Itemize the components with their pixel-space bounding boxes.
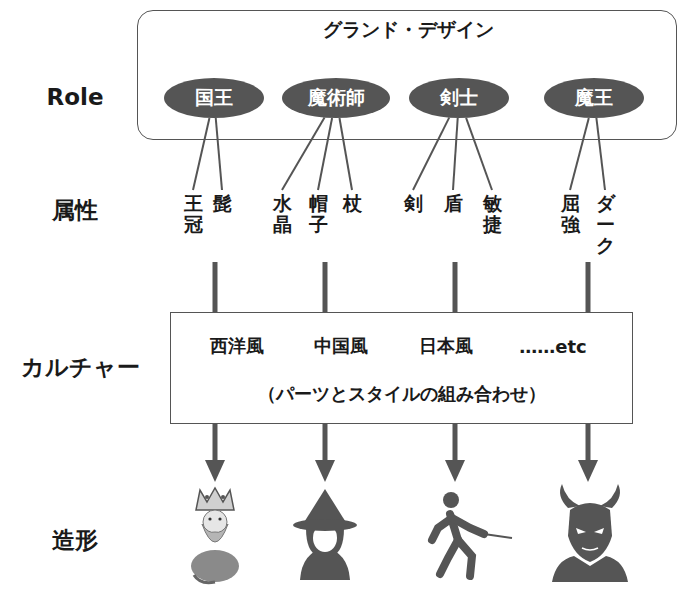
connector-line <box>193 118 209 190</box>
connector-line <box>216 118 222 190</box>
culture-text: （パーツとスタイルの組み合わせ） <box>258 382 546 406</box>
attribute-node: 屈強 <box>561 193 580 235</box>
connector-line <box>466 118 492 190</box>
witch-icon <box>293 489 357 580</box>
attribute-node: 王冠 <box>184 193 203 235</box>
culture-text: 日本風 <box>419 334 473 358</box>
row-label: 造形 <box>52 525 98 556</box>
attribute-text: 帽子 <box>309 193 328 235</box>
devil-icon <box>552 484 628 582</box>
attribute-text: ダーク <box>596 193 615 256</box>
role-ellipse: 剣士 <box>409 78 509 118</box>
ellipse-fill <box>282 78 390 118</box>
attribute-text: 杖 <box>343 193 362 214</box>
row-label: Role <box>47 84 104 110</box>
culture-text: 西洋風 <box>210 334 264 358</box>
attribute-node: 敏捷 <box>483 193 502 235</box>
ellipse-fill <box>164 78 264 118</box>
attribute-text: 敏捷 <box>483 193 502 235</box>
attribute-node: 盾 <box>444 193 463 214</box>
role-name: 国王 <box>164 85 264 111</box>
attribute-text: 王冠 <box>184 193 203 235</box>
connector-line <box>570 118 589 190</box>
attribute-node: 髭 <box>213 193 232 214</box>
attribute-text: 盾 <box>444 193 463 214</box>
attribute-node: 水晶 <box>273 193 292 235</box>
row-label: カルチャー <box>21 352 140 383</box>
group-title: グランド・デザイン <box>323 17 494 43</box>
attribute-text: 髭 <box>213 193 232 214</box>
connector-line <box>339 118 352 190</box>
role-name: 魔術師 <box>282 85 390 111</box>
arrow-heads <box>205 460 598 482</box>
attribute-text: 水晶 <box>273 193 292 235</box>
connector-line <box>318 118 332 190</box>
connector-line <box>282 118 325 190</box>
ellipse-fill <box>544 78 644 118</box>
role-ellipse: 魔王 <box>544 78 644 118</box>
fencer-icon <box>432 492 512 576</box>
culture-text: 中国風 <box>314 334 368 358</box>
attribute-node: 杖 <box>343 193 362 214</box>
attribute-node: 帽子 <box>309 193 328 235</box>
attribute-node: ダーク <box>596 193 615 256</box>
culture-text: ……etc <box>519 336 586 357</box>
ellipse-fill <box>409 78 509 118</box>
attribute-text: 剣 <box>404 193 423 214</box>
connector-line <box>413 118 449 190</box>
king-icon <box>191 488 239 583</box>
role-ellipse: 国王 <box>164 78 264 118</box>
group-frame: グランド・デザイン国王魔術師剣士 魔王 <box>137 10 677 140</box>
attribute-text: 屈強 <box>561 193 580 235</box>
role-ellipse: 魔術師 <box>282 78 390 118</box>
culture-box: 西洋風 中国風 日本風 ……etc （パーツとスタイルの組み合わせ） <box>170 312 633 424</box>
connector-line <box>453 118 458 190</box>
attribute-node: 剣 <box>404 193 423 214</box>
row-label: 属性 <box>52 195 98 226</box>
connector-line <box>596 118 605 190</box>
role-name: 剣士 <box>409 85 509 111</box>
role-name: 魔王 <box>544 85 644 111</box>
